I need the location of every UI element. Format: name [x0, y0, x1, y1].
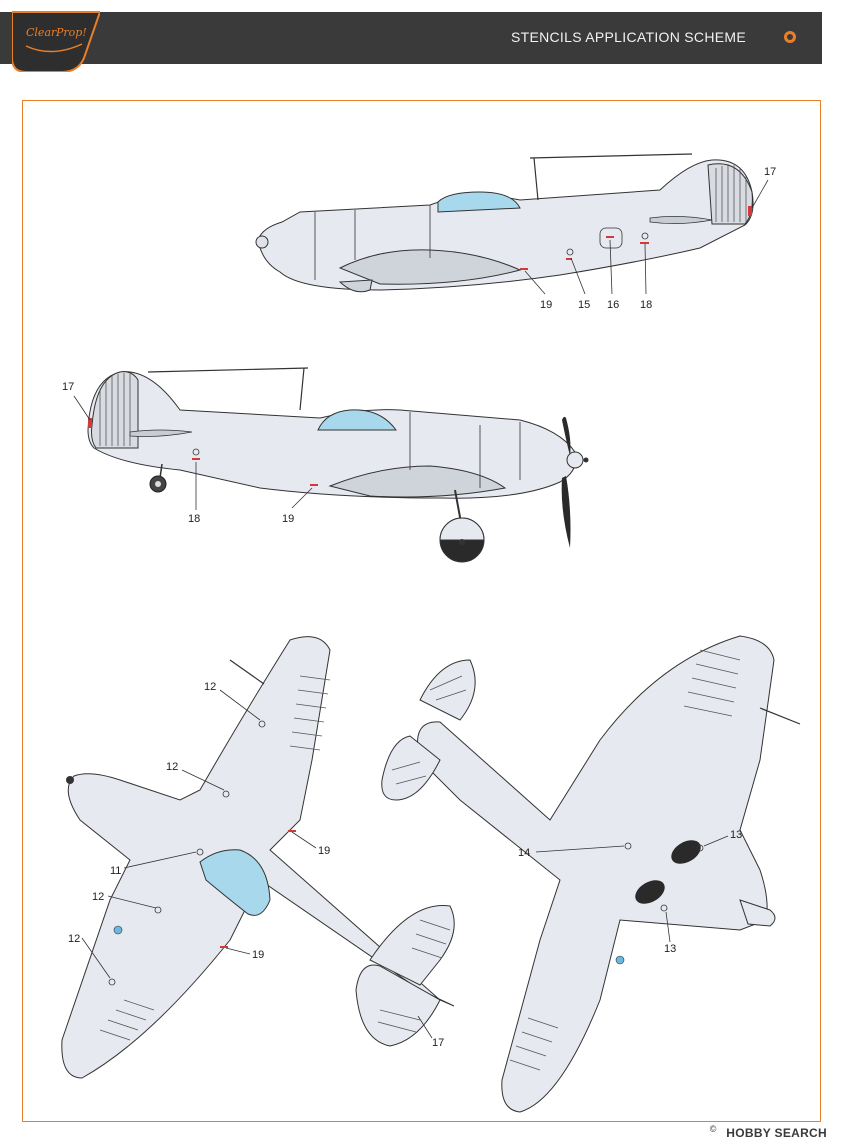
callout-side-left-19: 19: [540, 299, 552, 311]
callout-bottom-13b: 13: [664, 943, 676, 955]
callout-side-right-17: 17: [62, 381, 74, 393]
canopy-top: [199, 849, 271, 916]
content-frame: [22, 100, 821, 1122]
callout-top-12b: 12: [166, 761, 178, 773]
callout-top-19a: 19: [318, 845, 330, 857]
callout-bottom-14: 14: [518, 847, 530, 859]
watermark-copyright: ©: [709, 1124, 717, 1134]
callout-bottom-13a: 13: [730, 829, 742, 841]
callout-top-12d: 12: [68, 933, 80, 945]
page-title: STENCILS APPLICATION SCHEME: [510, 29, 746, 45]
callout-side-left-17: 17: [764, 166, 776, 178]
callout-top-11: 11: [110, 865, 121, 877]
callout-side-left-18: 18: [640, 299, 652, 311]
wing-root-left: [338, 249, 522, 285]
header-ring-icon: [784, 31, 796, 43]
canopy-side-right: [317, 409, 397, 431]
callout-top-19b: 19: [252, 949, 264, 961]
brand-logo: Clear Prop!: [12, 11, 100, 72]
callout-side-left-15: 15: [578, 299, 590, 311]
antenna-wire: [529, 153, 693, 159]
rudder-right: [91, 371, 139, 449]
callout-top-12c: 12: [92, 891, 104, 903]
bottom-view: 14 13 13: [381, 635, 801, 1113]
top-view: 12 12 11 12 12 19 19 17: [61, 636, 455, 1079]
watermark-brand: HOBBY SEARCH: [726, 1126, 827, 1140]
watermark: © HOBBY SEARCH: [710, 1124, 827, 1140]
side-view-right: 17 18 19: [62, 367, 589, 563]
callout-side-left-16: 16: [607, 299, 619, 311]
logo-text-right: Prop!: [55, 26, 87, 39]
canopy-side-left: [437, 191, 521, 213]
header-bar: STENCILS APPLICATION SCHEME: [0, 12, 822, 64]
rudder-left: [707, 163, 753, 225]
logo-text-left: Clear: [26, 26, 57, 39]
side-view-left: 17 15 16 18 19: [255, 153, 776, 311]
callout-side-right-19: 19: [282, 513, 294, 525]
callout-side-right-18: 18: [188, 513, 200, 525]
callout-top-17: 17: [432, 1037, 444, 1049]
callout-top-12a: 12: [204, 681, 216, 693]
